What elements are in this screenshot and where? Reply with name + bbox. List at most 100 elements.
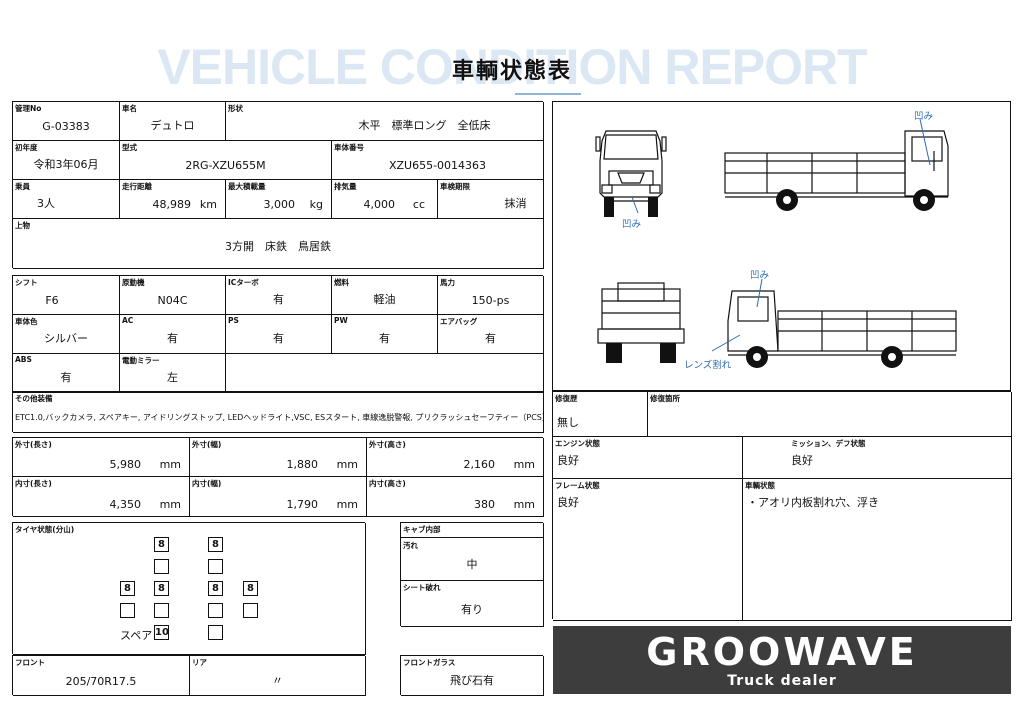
- ic-turbo-value: 有: [273, 293, 284, 306]
- color-label: 車体色: [15, 317, 38, 326]
- int-length-cell: 内寸(長さ) 4,350 mm: [13, 477, 190, 517]
- airbag-cell: エアバッグ有: [438, 315, 544, 354]
- inspection-label: 車検期限: [440, 182, 470, 191]
- glass-value: 飛び石有: [450, 674, 494, 687]
- tire-cell: タイヤ状態(分山): [13, 523, 366, 655]
- spare-tire-value: 10: [154, 625, 169, 640]
- shift-value: F6: [45, 294, 59, 307]
- first-reg-label: 初年度: [15, 143, 38, 152]
- ext-length-label: 外寸(長さ): [15, 440, 52, 449]
- logo-subtitle: Truck dealer: [727, 673, 837, 689]
- shift-label: シフト: [15, 278, 38, 287]
- vehicle-diagram: [595, 118, 957, 368]
- engine-type-value: N04C: [157, 294, 188, 307]
- frame-state-value: 良好: [557, 496, 579, 509]
- load-unit: kg: [309, 198, 323, 211]
- front-tire-label: フロント: [15, 658, 45, 667]
- groowave-logo: GROOWAVE Truck dealer: [553, 626, 1011, 694]
- mission-state-label: ミッション、デフ状態: [791, 439, 866, 448]
- engine-state-value: 良好: [557, 454, 579, 467]
- glass-label: フロントガラス: [403, 658, 456, 667]
- fuel-label: 燃料: [334, 278, 349, 287]
- displacement-label: 排気量: [334, 182, 357, 191]
- int-length-unit: mm: [159, 498, 181, 511]
- frame-state-cell: フレーム状態良好: [553, 479, 743, 621]
- pw-label: PW: [334, 316, 348, 325]
- ext-width-label: 外寸(幅): [192, 440, 222, 449]
- ext-height-value: 2,160: [463, 458, 496, 471]
- equipment-label: その他装備: [15, 394, 53, 403]
- ic-turbo-label: ICターボ: [228, 278, 259, 287]
- engine-state-cell: エンジン状態良好: [553, 437, 743, 479]
- tire-front-right-blank: [208, 559, 223, 574]
- ext-height-cell: 外寸(高さ) 2,160 mm: [367, 438, 544, 477]
- shape-label: 形状: [228, 104, 243, 113]
- mileage-unit: km: [199, 198, 217, 211]
- tire-front-right: 8: [208, 537, 223, 552]
- ext-height-label: 外寸(高さ): [369, 440, 406, 449]
- repair-place-cell: 修復箇所: [648, 392, 1012, 437]
- engine-type-label: 原動機: [122, 278, 145, 287]
- mirror-cell: 電動ミラー左: [120, 354, 226, 393]
- tire-rear-inner-right: 8: [208, 581, 223, 596]
- logo-name: GROOWAVE: [646, 630, 918, 674]
- inspection-value: 抹消: [504, 197, 527, 210]
- fuel-value: 軽油: [373, 293, 396, 306]
- inspection-cell: 車検期限抹消: [438, 180, 544, 219]
- shift-cell: シフト F6: [13, 276, 120, 315]
- int-length-value: 4,350: [109, 498, 142, 511]
- capacity-value: 3人: [37, 197, 55, 210]
- ps-label: PS: [228, 316, 239, 325]
- int-height-value: 380: [474, 498, 495, 511]
- truck-rear-view: [597, 282, 685, 363]
- mission-state-cell: ミッション、デフ状態良好: [743, 437, 1012, 479]
- seat-value: 有り: [461, 603, 483, 616]
- tire-rear-inner-right-blank: [208, 603, 223, 618]
- ac-label: AC: [122, 316, 134, 325]
- first-reg-value: 令和3年06月: [33, 158, 99, 171]
- truck-side-view-left: [727, 290, 957, 368]
- cab-label-rule: [401, 537, 543, 538]
- fuel-cell: 燃料軽油: [332, 276, 438, 315]
- ext-length-unit: mm: [159, 458, 181, 471]
- capacity-label: 乗員: [15, 182, 30, 191]
- ext-length-cell: 外寸(長さ) 5,980 mm: [13, 438, 190, 477]
- chassis-value: XZU655-0014363: [388, 159, 487, 172]
- load-label: 最大積載量: [228, 182, 266, 191]
- repair-place-label: 修復箇所: [650, 394, 680, 403]
- color-cell: 車体色シルバー: [13, 315, 120, 354]
- name-label: 車名: [122, 104, 137, 113]
- pw-value: 有: [379, 332, 390, 345]
- rear-tire-cell: リア〃: [190, 656, 366, 696]
- airbag-value: 有: [485, 332, 496, 345]
- repair-cell: 修復歴無し: [553, 392, 648, 437]
- body-label: 上物: [15, 221, 30, 230]
- mirror-value: 左: [167, 371, 178, 384]
- truck-front-view: [595, 130, 667, 217]
- int-height-unit: mm: [513, 498, 535, 511]
- int-length-label: 内寸(長さ): [15, 479, 52, 488]
- tire-rear-outer-right: 8: [243, 581, 258, 596]
- tire-rear-inner-left-blank: [154, 603, 169, 618]
- ext-height-unit: mm: [513, 458, 535, 471]
- page-title: 車輌状態表: [451, 59, 572, 84]
- vehicle-state-cell: 車輌状態・アオリ内板割れ穴、浮き: [743, 479, 1012, 621]
- tire-front-left-blank: [154, 559, 169, 574]
- dent-label-front: 凹み: [622, 219, 642, 230]
- engine-state-label: エンジン状態: [555, 439, 600, 448]
- ext-length-value: 5,980: [109, 458, 142, 471]
- first-reg-cell: 初年度令和3年06月: [13, 141, 120, 180]
